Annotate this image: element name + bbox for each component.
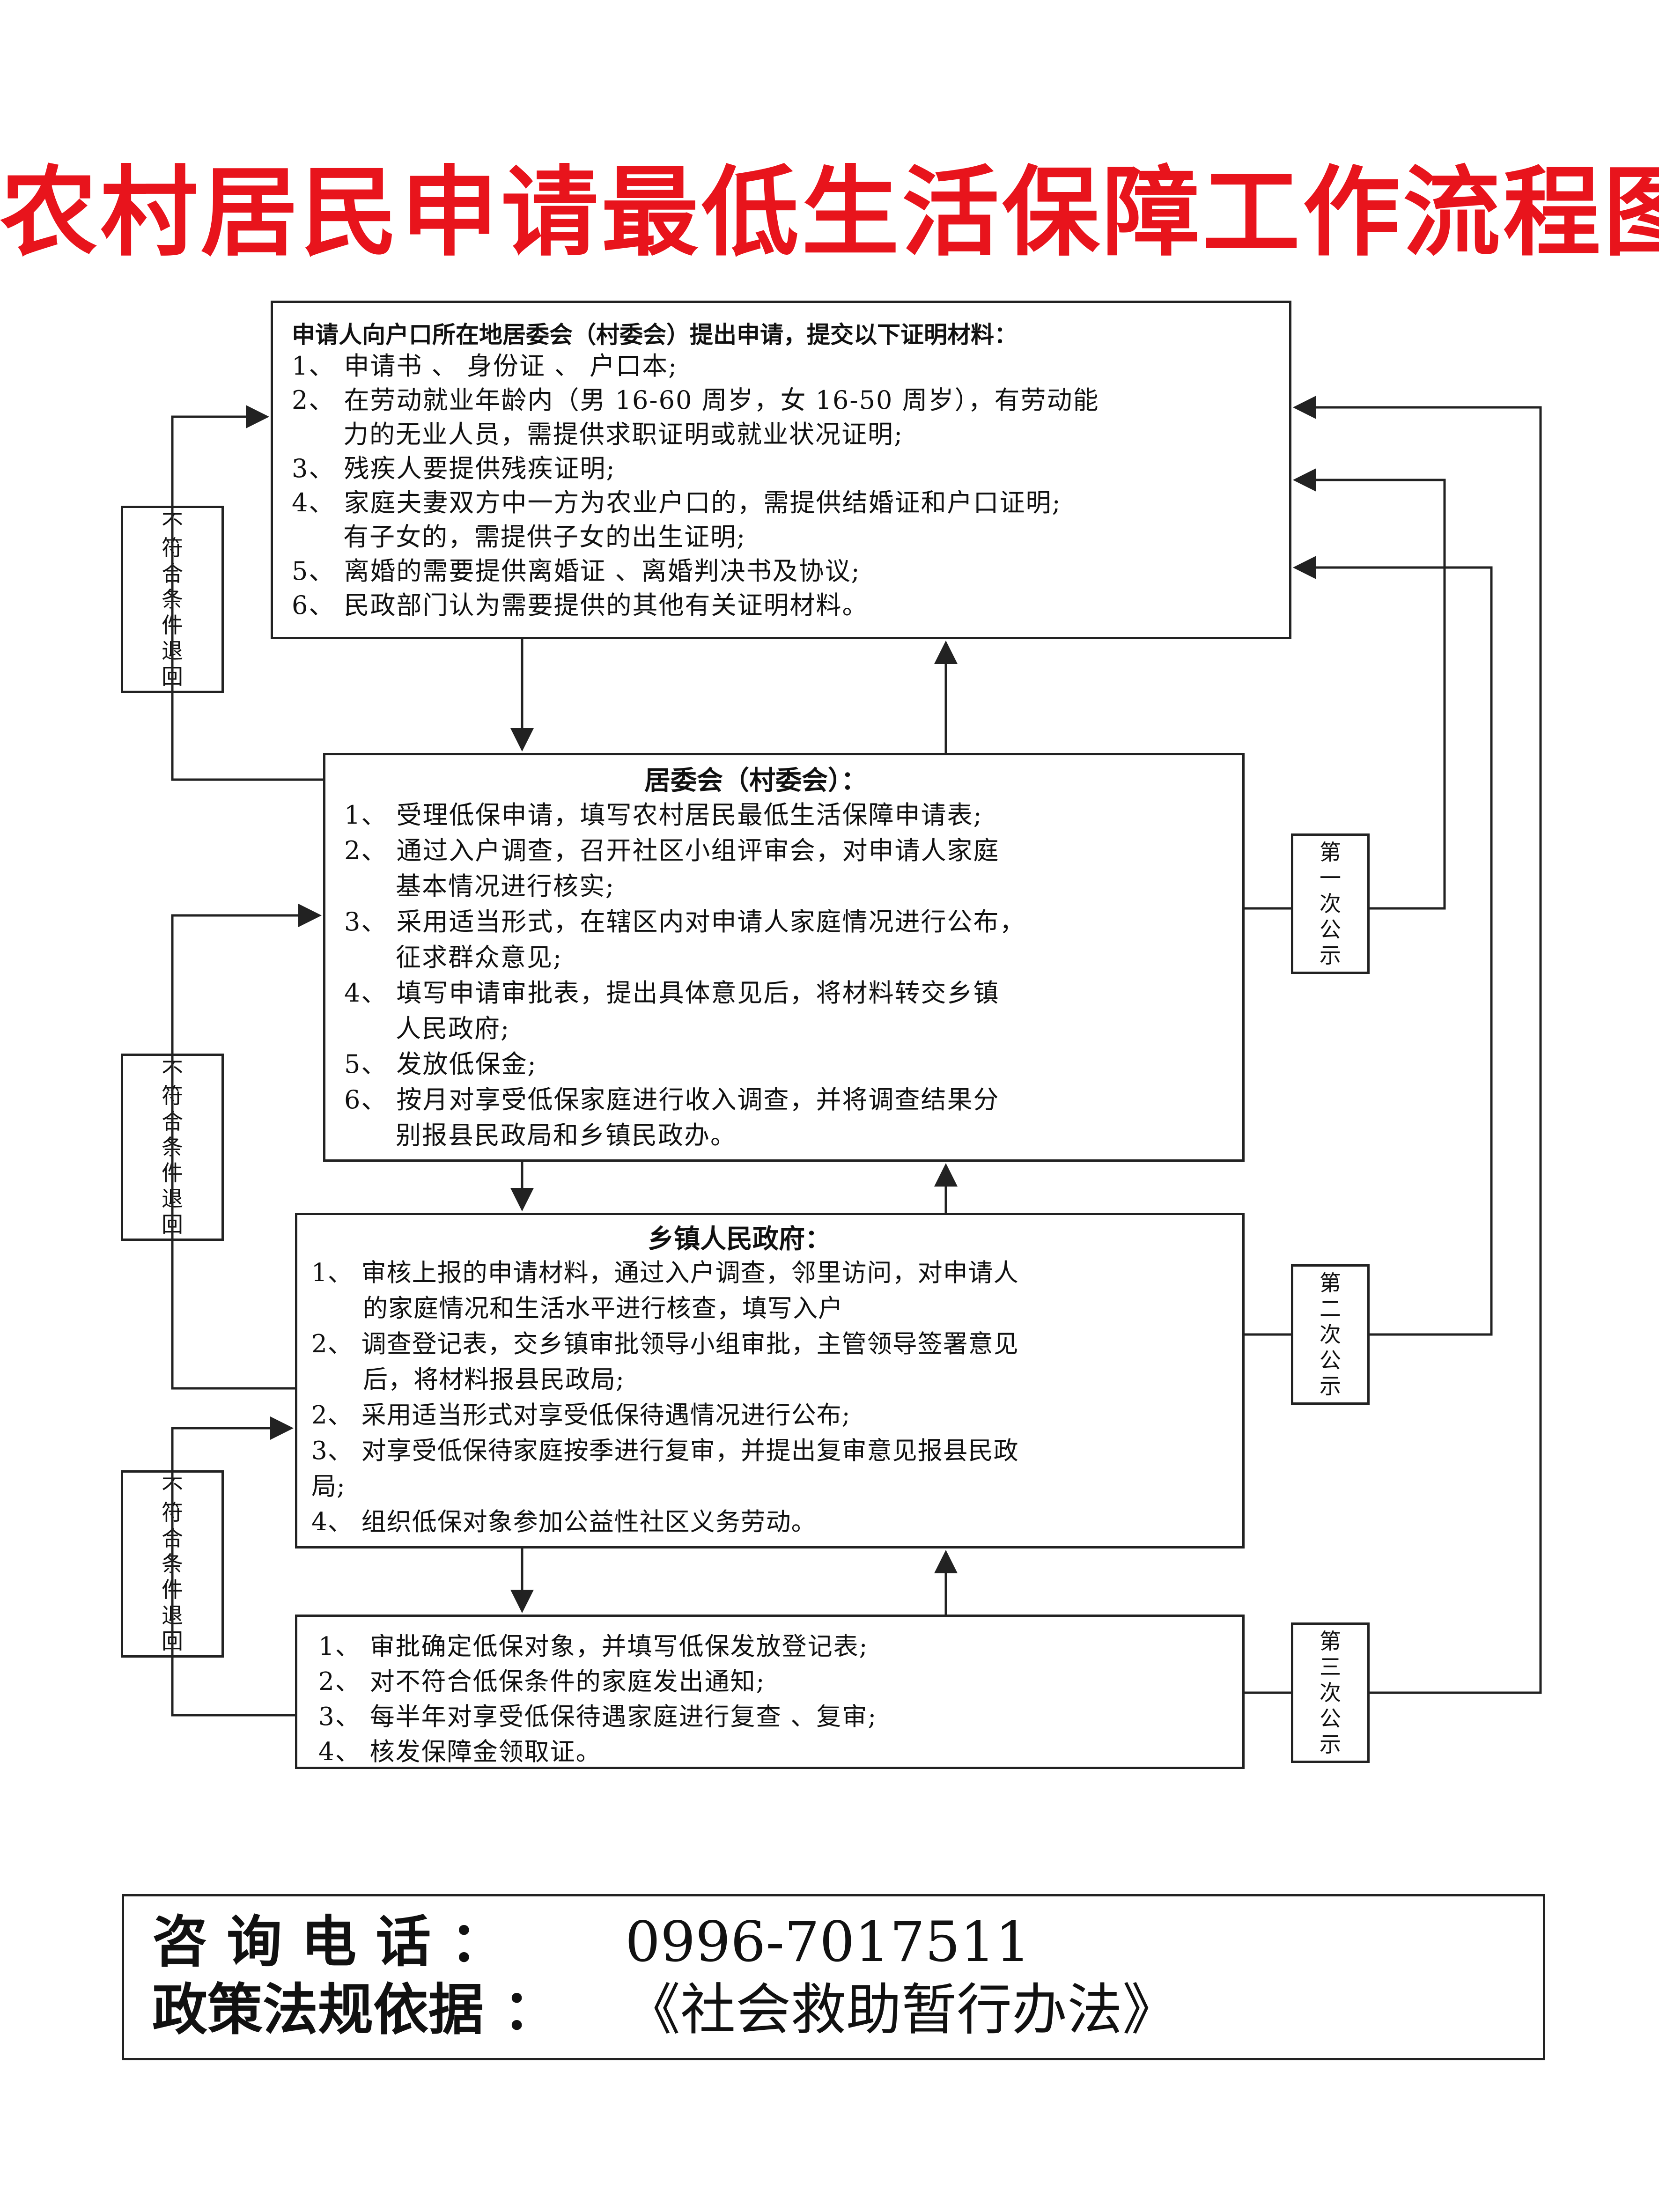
application-item: 6、 民政部门认为需要提供的其他有关证明材料。 — [292, 590, 869, 620]
reject-loop-2 — [171, 904, 322, 1390]
committee-item: 3、 采用适当形式，在辖区内对申请人家庭情况进行公布， — [344, 907, 1026, 936]
committee-item: 5、 发放低保金; — [344, 1049, 537, 1079]
application-item: 1、 申请书 、 身份证 、 户口本; — [292, 351, 678, 381]
committee-box: 居委会（村委会）： 1、 受理低保申请，填写农村居民最低生活保障申请表; 2、 … — [323, 753, 1245, 1162]
county-item: 1、 审批确定低保对象，并填写低保发放登记表; — [318, 1632, 869, 1661]
policy-label: 政策法规依据 ： — [152, 1977, 559, 2042]
committee-item: 2、 通过入户调查，召开社区小组评审会，对申请人家庭 — [344, 836, 1000, 865]
publicity-label-3: 第三次公示 — [1291, 1622, 1370, 1763]
township-item: 2、 采用适当形式对享受低保待遇情况进行公布; — [311, 1401, 851, 1430]
publicity-loop-3 — [1293, 396, 1542, 1694]
county-item: 2、 对不符合低保条件的家庭发出通知; — [318, 1667, 766, 1696]
committee-item: 人民政府; — [396, 1014, 510, 1043]
policy-row: 政策法规依据 ： 《社会救助暂行办法》 — [152, 1976, 1543, 2044]
application-item: 3、 残疾人要提供残疾证明; — [292, 454, 616, 483]
contact-footer: 咨 询 电 话 ： 0996-7017511 政策法规依据 ： 《社会救助暂行办法》 — [122, 1894, 1545, 2060]
committee-item: 征求群众意见; — [396, 943, 563, 972]
township-item: 4、 组织低保对象参加公益性社区义务劳动。 — [311, 1508, 817, 1536]
application-item: 5、 离婚的需要提供离婚证 、离婚判决书及协议; — [292, 556, 861, 586]
policy-name: 《社会救助暂行办法》 — [625, 1977, 1178, 2042]
application-item: 2、 在劳动就业年龄内（男 16-60 周岁，女 16-50 周岁），有劳动能 — [292, 385, 1099, 415]
phone-row: 咨 询 电 话 ： 0996-7017511 — [152, 1908, 1543, 1976]
application-heading: 申请人向户口所在地居委会（村委会）提出申请，提交以下证明材料： — [292, 321, 1018, 348]
committee-item: 6、 按月对享受低保家庭进行收入调查，并将调查结果分 — [344, 1085, 1000, 1114]
township-item: 1、 审核上报的申请材料，通过入户调查，邻里访问，对申请人 — [311, 1259, 1019, 1287]
county-item: 3、 每半年对享受低保待遇家庭进行复查 、复审; — [318, 1703, 877, 1731]
township-item: 的家庭情况和生活水平进行核查，填写入户 — [363, 1294, 843, 1323]
committee-item: 1、 受理低保申请，填写农村居民最低生活保障申请表; — [344, 800, 983, 830]
township-heading: 乡镇人民政府： — [648, 1224, 831, 1254]
page-title: 农村居民申请最低生活保障工作流程图 — [0, 155, 1659, 270]
application-item: 有子女的，需提供子女的出生证明; — [343, 522, 746, 552]
reject-loop-1 — [171, 405, 323, 781]
phone-label: 咨 询 电 话 ： — [152, 1910, 506, 1974]
township-item: 2、 调查登记表，交乡镇审批领导小组审批，主管领导签署意见 — [311, 1330, 1019, 1358]
township-item: 后，将材料报县民政局; — [363, 1365, 625, 1394]
committee-heading: 居委会（村委会）： — [644, 766, 867, 796]
application-item: 力的无业人员，需提供求职证明或就业状况证明; — [343, 420, 904, 449]
application-item: 4、 家庭夫妻双方中一方为农业户口的，需提供结婚证和户口证明; — [292, 488, 1062, 517]
committee-item: 基本情况进行核实; — [396, 871, 615, 901]
publicity-label-2: 第二次公示 — [1291, 1264, 1370, 1405]
committee-item: 4、 填写申请审批表，提出具体意见后，将材料转交乡镇 — [344, 978, 1000, 1008]
county-item: 4、 核发保障金领取证。 — [318, 1738, 602, 1766]
application-box: 申请人向户口所在地居委会（村委会）提出申请，提交以下证明材料： 1、 申请书 、… — [271, 301, 1291, 639]
publicity-loop-1 — [1293, 468, 1446, 910]
township-item: 3、 对享受低保待家庭按季进行复审，并提出复审意见报县民政 — [311, 1437, 1019, 1465]
township-item: 局; — [311, 1472, 346, 1501]
reject-loop-3 — [171, 1416, 295, 1717]
township-box: 乡镇人民政府： 1、 审核上报的申请材料，通过入户调查，邻里访问，对申请人 的家… — [295, 1213, 1245, 1548]
county-approval-box: 1、 审批确定低保对象，并填写低保发放登记表; 2、 对不符合低保条件的家庭发出… — [295, 1615, 1245, 1769]
publicity-label-1: 第一次公示 — [1291, 833, 1370, 974]
committee-item: 别报县民政局和乡镇民政办。 — [396, 1121, 737, 1150]
publicity-loop-2 — [1293, 556, 1493, 1336]
phone-number: 0996-7017511 — [625, 1910, 1031, 1974]
